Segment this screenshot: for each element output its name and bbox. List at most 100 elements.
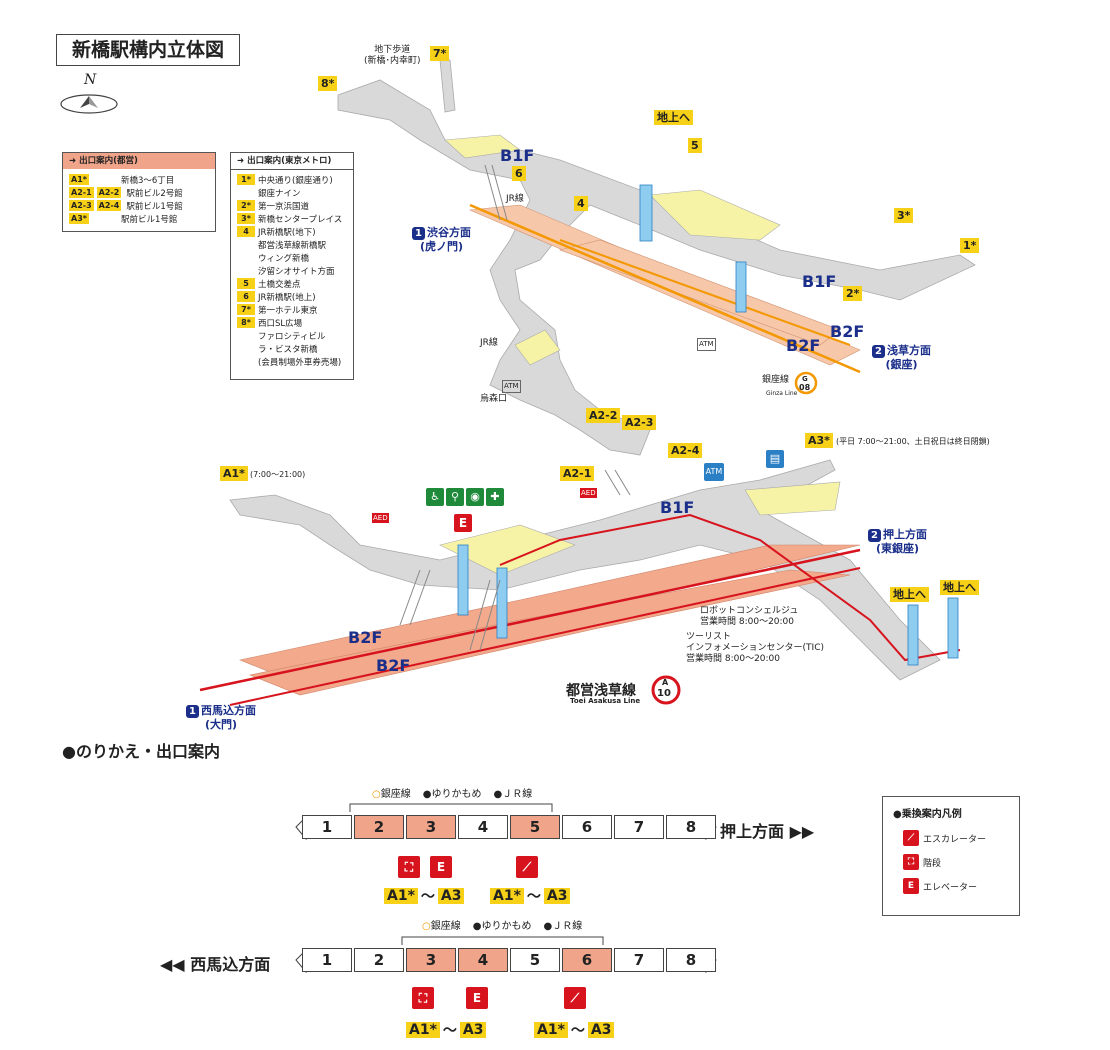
exit-a2-2-badge: A2-2 [586,408,621,423]
legend-metro-row: (会員制場外車券売場) [237,355,347,368]
legend-exit-number: 6 [237,291,255,302]
exit-6-badge: 6 [512,166,526,181]
bottom-transfer-lines: ○銀座線 ●ゆりかもめ ●ＪＲ線 [422,921,583,932]
top-exit-range-2: A1*～A3 [490,886,571,906]
ginza-code-number: 08 [799,383,811,392]
exit-a2-3-badge: A2-3 [622,415,657,430]
atm-icon-metro-2: ATM [697,338,716,351]
ginza-line-en-label: Ginza Line [766,390,798,397]
legend-exit-destination: 銀座ナイン [258,188,301,199]
robot-concierge-info: ロボットコンシェルジュ営業時間 8:00～20:00 [700,606,799,627]
legend-exit-destination: 駅前ビル1号館 [126,201,183,212]
legend-exit-number: 3* [237,213,255,224]
metro-b1f-label-1: B1F [500,146,535,165]
train-car-7: 7 [614,948,664,972]
elevator-icon-bottom: E [466,987,488,1009]
exit-a2-4-badge: A2-4 [668,443,703,458]
legend-exit-number: 4 [237,226,255,237]
elevator-icon-top: E [430,856,452,878]
legend-exit-destination: ラ・ビスタ新橋 [258,344,318,355]
bottom-exit-range-1: A1*～A3 [406,1020,487,1040]
legend-exit-destination: 駅前ビル1号館 [120,214,178,225]
top-direction-label: 押上方面 ▶▶ [720,822,815,841]
legend-metro-row: 2*第一京浜国道 [237,199,347,212]
legend-exit-destination: ファロシティビル [258,331,326,342]
legend-metro-row: 1*中央通り(銀座通り) [237,173,347,186]
aed-icon-2: AED [580,488,597,498]
map-title: 新橋駅構内立体図 [56,34,240,66]
legend-exit-number: 1* [237,174,255,185]
legend-exit-number: 7* [237,304,255,315]
aed-icon-1: AED [372,513,389,523]
legend-exit-destination: 新橋センタープレイス [258,214,343,225]
train-car-1: 1 [302,948,352,972]
exit-5-badge: 5 [688,138,702,153]
atm-icon-toei: ATM [704,463,724,481]
legend-exit-number: 2* [237,200,255,211]
train-car-6: 6 [562,815,612,839]
legend-exit-destination: 駅前ビル2号館 [126,188,183,199]
asakusa-code-letter: A [662,678,669,687]
exit-a2-1-badge: A2-1 [560,466,595,481]
legend-exit-destination: 第一ホテル東京 [258,305,318,316]
wheelchair-icon: ♿ [426,488,444,506]
legend-exit-number: A3* [69,213,89,224]
legend-exit-destination: 都営浅草線新橋駅 [258,240,327,251]
legend-metro-row: 3*新橋センタープレイス [237,212,347,225]
elevator-legend-icon: E [903,878,919,894]
legend-metro-row: 8*西口SL広場 [237,316,347,329]
legend-exit-number: A2-2 [96,187,122,198]
asakusa-code-number: 10 [657,688,671,699]
bottom-direction-label: ◀◀ 西馬込方面 [160,955,271,974]
legend-metro-row: ウィング新橋 [237,251,347,264]
atm-icon-metro-1: ATM [502,380,521,393]
toei-b2f-label-1: B2F [348,628,383,647]
train-car-4: 4 [458,948,508,972]
karasumori-exit-label: 烏森口 [480,394,508,404]
exit-2-badge: 2* [843,286,863,301]
asakusa-line-label: 都営浅草線 [566,683,636,699]
legend-toei-row: A1*新橋3～6丁目 [69,173,209,186]
train-car-8: 8 [666,815,716,839]
metro-b1f-label-2: B1F [802,272,837,291]
train-car-2: 2 [354,815,404,839]
legend-toei-row: A3* 駅前ビル1号館 [69,212,209,225]
legend-metro-header: ➜ 出口案内(東京メトロ) [231,153,353,170]
to-ground-metro: 地上へ [654,110,693,125]
legend-exit-destination: 新橋3～6丁目 [120,175,175,186]
train-car-8: 8 [666,948,716,972]
train-car-7: 7 [614,815,664,839]
legend-exit-destination: 汐留シオサイト方面 [258,266,335,277]
to-ground-toei-2: 地上へ [940,580,979,595]
exit-a3-hours: (平日 7:00～21:00、土日祝日は終日閉鎖) [836,437,990,446]
jr-line-label-2: JR線 [480,338,498,348]
stairs-icon-bottom: ⛶ [412,987,434,1009]
legend-toei-header: ➜ 出口案内(都営) [63,153,215,169]
exit-7-badge: 7* [430,46,450,61]
train-car-3: 3 [406,948,456,972]
legend-metro-row: 汐留シオサイト方面 [237,264,347,277]
multipurpose-icon: ✚ [486,488,504,506]
legend-exit-number: 5 [237,278,255,289]
train-car-6: 6 [562,948,612,972]
stairs-icon-top: ⛶ [398,856,420,878]
exit-a1-badge: A1* [220,466,248,481]
legend-metro-row: 銀座ナイン [237,186,347,199]
bottom-exit-range-2: A1*～A3 [534,1020,615,1040]
train-car-5: 5 [510,815,560,839]
legend-exit-destination: JR新橋駅(地下) [258,227,316,238]
ginza-line-label: 銀座線 [762,375,790,385]
legend-exit-number: 8* [237,317,255,328]
top-exit-range-1: A1*～A3 [384,886,465,906]
elevator-icon-toei: E [454,514,472,532]
tic-info: ツーリストインフォメーションセンター(TIC)営業時間 8:00～20:00 [686,632,825,664]
